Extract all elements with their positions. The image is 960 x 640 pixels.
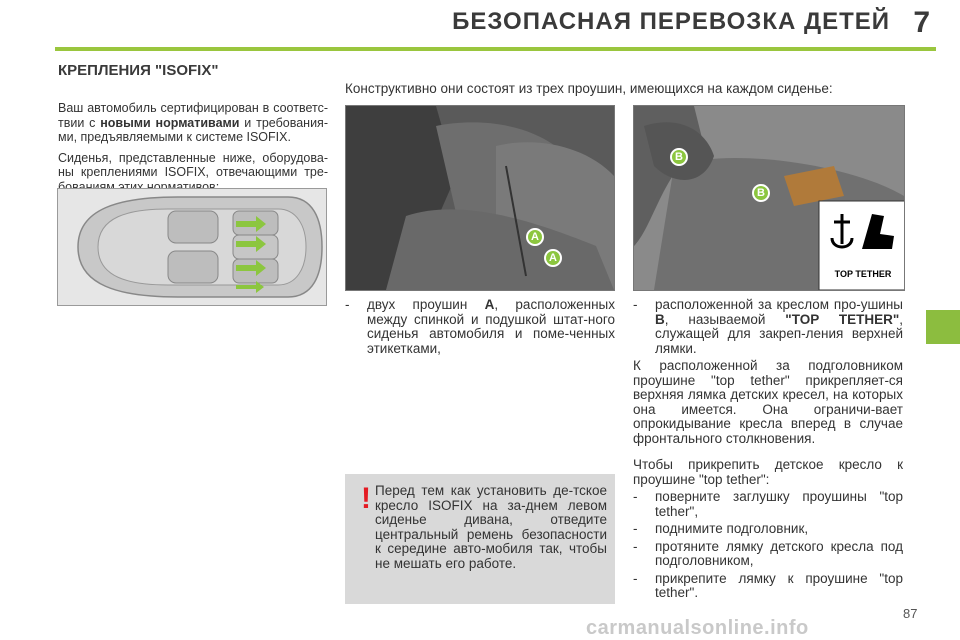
list-dash: -	[633, 297, 638, 312]
step-text: поверните заглушку проушины "top tether"…	[655, 489, 903, 519]
label-a-text: A	[484, 297, 495, 312]
intro-text-part: Ваш автомобиль сертифицирован в соответс…	[58, 101, 328, 130]
label-a-badge: A	[544, 249, 562, 267]
text-part: , называемой	[664, 311, 786, 327]
instructions-intro: Чтобы прикрепить детское кресло к проуши…	[633, 457, 903, 487]
list-item: - прикрепите лямку к проушине "top tether…	[633, 570, 903, 601]
anchor-b-description: - расположенной за креслом про-ушины B, …	[633, 297, 903, 449]
step-text: прикрепите лямку к проушине "top tether"…	[655, 570, 903, 600]
intro-paragraph-1: Ваш автомобиль сертифицирован в соответс…	[58, 101, 328, 145]
list-dash: -	[633, 489, 638, 504]
seat-photo-a	[346, 106, 614, 290]
chapter-number: 7	[913, 6, 930, 39]
header-divider	[55, 47, 936, 51]
list-item-text: расположенной за креслом про-ушины B, на…	[655, 297, 903, 356]
car-illustration	[58, 189, 326, 305]
lead-text: Конструктивно они состоят из трех проуши…	[345, 81, 833, 96]
top-tether-term: "TOP TETHER"	[785, 311, 900, 327]
pictogram-label: TOP TETHER	[834, 269, 892, 279]
step-text: протяните лямку детского кресла под подг…	[655, 538, 903, 568]
list-item: - протяните лямку детского кресла под под…	[633, 538, 903, 569]
top-tether-pictogram: TOP TETHER	[822, 204, 904, 284]
label-a-badge: A	[526, 228, 544, 246]
text-part: , расположенных между спинкой и подушкой…	[367, 297, 616, 356]
label-b-badge: B	[670, 148, 688, 166]
list-item: - расположенной за креслом про-ушины B, …	[633, 297, 903, 356]
attach-instructions: Чтобы прикрепить детское кресло к проуши…	[633, 457, 903, 604]
watermark: carmanualsonline.info	[586, 617, 809, 639]
warning-text: Перед тем как установить де-тское кресло…	[375, 483, 607, 571]
list-item: - двух проушин A, расположенных между сп…	[345, 297, 616, 356]
page-title: БЕЗОПАСНАЯ ПЕРЕВОЗКА ДЕТЕЙ	[452, 8, 890, 35]
anchor-a-description: - двух проушин A, расположенных между сп…	[345, 297, 616, 359]
page-number: 87	[903, 606, 918, 621]
intro-bold: новыми нормативами	[100, 115, 240, 130]
list-dash: -	[633, 521, 638, 536]
warning-box: ! Перед тем как установить де-тское крес…	[345, 474, 615, 604]
label-b-badge: B	[752, 184, 770, 202]
text-part: , служащей для закреп-ления верхней лямк…	[655, 311, 903, 356]
list-item: - поднимите подголовник,	[633, 521, 903, 537]
step-text: поднимите подголовник,	[655, 521, 809, 536]
list-dash: -	[633, 538, 638, 554]
warning-icon: !	[361, 482, 371, 515]
anchor-seat-icon	[830, 214, 894, 249]
label-b-text: B	[655, 311, 665, 327]
list-item: - поверните заглушку проушины "top tether…	[633, 489, 903, 519]
list-dash: -	[345, 297, 350, 312]
intro-text-part: и требования-ми, предъявляемыми к систем…	[58, 115, 328, 145]
rear-seat-photo: A A	[345, 105, 615, 291]
chapter-tab	[926, 310, 960, 344]
list-dash: -	[633, 570, 638, 586]
car-top-view-image	[57, 188, 327, 306]
text-part: расположенной за креслом про-ушины	[655, 297, 903, 312]
intro-text: Ваш автомобиль сертифицирован в соответс…	[58, 101, 328, 200]
top-tether-paragraph: К расположенной за подголовником проушин…	[633, 358, 903, 446]
list-item-text: двух проушин A, расположенных между спин…	[367, 297, 616, 356]
text-part: двух проушин	[367, 297, 485, 312]
top-tether-photo: B B TOP TETHER	[633, 105, 905, 291]
section-title: КРЕПЛЕНИЯ "ISOFIX"	[58, 62, 219, 79]
